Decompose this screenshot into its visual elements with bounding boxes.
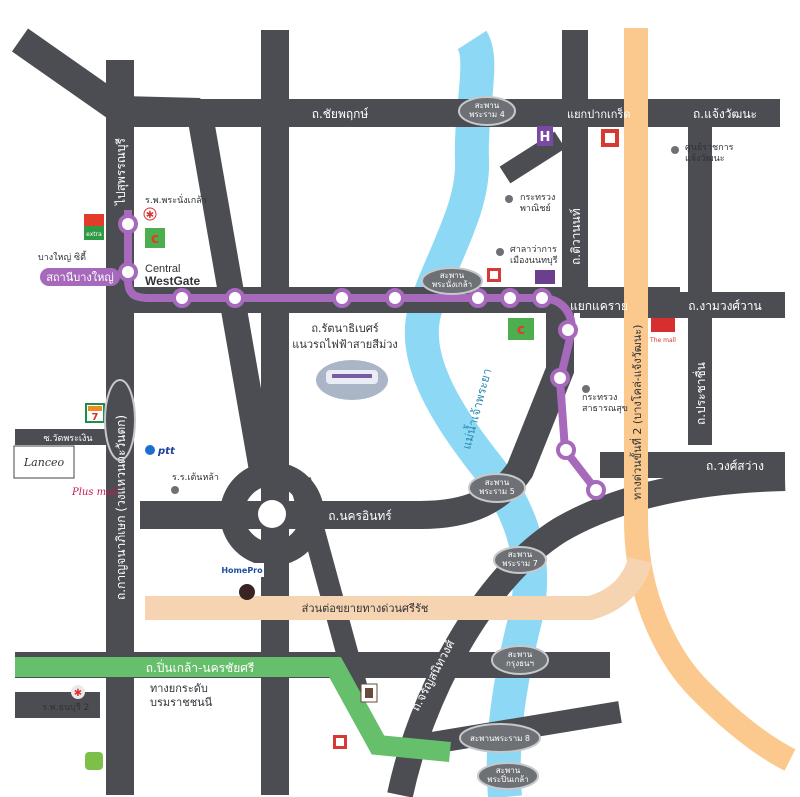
central-westgate-line2: WestGate (145, 274, 200, 288)
boromratchachonnani-label: ทางยกระดับบรมราชชนนี (150, 682, 213, 709)
rattanathibet-label: ถ.รัตนาธิเบศร์ (311, 322, 378, 335)
pinklao-green-road (15, 657, 451, 762)
bridge-markers (421, 96, 549, 790)
tesco-logo (85, 752, 103, 770)
svg-text:✱: ✱ (74, 688, 82, 699)
bridge-rama4-label: สะพานพระราม 4 (469, 101, 505, 119)
red-square-logo (487, 268, 501, 282)
roundabout (220, 462, 324, 566)
svg-text:HomePro: HomePro (221, 566, 263, 575)
big-c-logo: c (145, 228, 165, 248)
ptt-logo: ptt (145, 445, 176, 457)
svg-text:✱: ✱ (146, 210, 154, 221)
station-bang-yai-badge (40, 268, 120, 286)
lanceo-logo: Lanceo (13, 445, 75, 479)
plus-mall-logo: Plus mall (71, 487, 119, 498)
station-bang-yai-label: สถานีบางใหญ่ (46, 271, 114, 284)
hospital-thonburi2-label: ร.พ.ธนบุรี 2 (42, 702, 89, 713)
road-label-kanchanaphisek: ถ.กาญจนาภิเษก (วงแหวนตะวันตก) (114, 415, 128, 600)
bridge-nonthaburi-label: สะพานพระนั่งเกล้า (432, 271, 472, 289)
bridge-rama5-label: สะพานพระราม 5 (479, 478, 515, 496)
road-label-prachachuen: ถ.ประชาชื่น (692, 362, 708, 425)
homepro-logo: HomePro (220, 563, 264, 600)
khae-rai-junction-label: แยกแคราย (570, 299, 628, 313)
svg-text:extra: extra (86, 231, 102, 238)
purple-line-stations (118, 214, 606, 500)
road-label-pinklao-nakhonchaisri: ถ.ปิ่นเกล้า-นครชัยศรี (146, 659, 255, 675)
h-logo: H (537, 126, 553, 146)
red-cross-icon: ✱ (143, 207, 157, 221)
ministry-health-label: กระทรวงสาธารณสุข (582, 393, 628, 414)
road-label-ngamwongwan: ถ.งามวงศ์วาน (688, 299, 761, 313)
road-label-chaengwattana: ถ.แจ้งวัฒนะ (693, 107, 757, 121)
road-label-expressway2: ทางด่วนขั้นที่ 2 (บางโคล่-แจ้งวัฒนะ) (629, 325, 644, 500)
government-center-label: ศูนย์ราชการแจ้งวัฒนะ (685, 141, 734, 164)
hospital-phra-nang-klao-label: ร.พ.พระนั่งเกล้า (145, 193, 207, 206)
svg-text:H: H (540, 130, 551, 145)
svg-text:c: c (151, 231, 159, 247)
road-label-wongsawang: ถ.วงศ์สว่าง (706, 459, 764, 473)
skytrain-image (316, 360, 388, 400)
svg-text:The mall: The mall (649, 337, 676, 344)
svg-text:7: 7 (92, 412, 99, 423)
ministry-commerce-label: กระทรวงพาณิชย์ (520, 193, 555, 214)
tenlah-school-label: ร.ร.เต้นหล้า (172, 472, 219, 483)
arrow-up-icon (111, 31, 129, 55)
svg-text:ptt: ptt (157, 446, 176, 457)
big-c-logo: c (508, 318, 534, 340)
bridge-krungthon-label: สะพานกรุงธนฯ (506, 650, 534, 668)
big-c-extra-logo: extra (84, 214, 104, 240)
road-label-to-suphanburi: ไปสุพรรณบุรี (114, 137, 129, 206)
road-label-nakhon-in: ถ.นครอินทร์ (328, 509, 392, 523)
place-dots (171, 146, 679, 494)
pak-kret-junction-label: แยกปากเกร็ด (567, 107, 631, 121)
bridge-rama7-label: สะพานพระราม 7 (502, 550, 538, 568)
bang-yai-city-label: บางใหญ่ ซิตี้ (38, 250, 87, 263)
the-mall-logo: The mall (649, 318, 676, 344)
bridge-rama8-label: สะพานพระราม 8 (470, 734, 530, 743)
road-label-expressway-ext: ส่วนต่อขยายทางด่วนศรีรัช (302, 602, 429, 615)
road-network (11, 28, 786, 797)
seven-eleven-logo: 7 (85, 403, 105, 423)
nonthaburi-hall-label: ศาลาว่าการเมืองนนทบุรี (510, 245, 558, 266)
red-square-logo (601, 129, 619, 147)
road-label-soi-wat-phra-ngoen: ซ.วัดพระเงิน (43, 433, 92, 444)
purple-logo (535, 270, 555, 284)
road-label-tiwanon: ถ.ติวานนท์ (569, 208, 583, 265)
central-westgate-line1: Central (145, 263, 180, 275)
svg-text:Lanceo: Lanceo (23, 456, 65, 469)
expressway-2 (624, 28, 796, 771)
kanchanaphisek-badge (104, 379, 136, 461)
red-cross-icon: ✱ (71, 685, 85, 699)
red-square-logo (333, 735, 347, 749)
purple-line-note: แนวรถไฟฟ้าสายสีม่วง (292, 338, 398, 351)
expressway-extension (145, 556, 652, 620)
road-label-chaiyaphruek: ถ.ชัยพฤกษ์ (312, 107, 369, 121)
bridge-pinklao-label: สะพานพระปิ่นเกล้า (487, 766, 528, 784)
svg-text:c: c (517, 322, 525, 338)
brown-logo (360, 683, 378, 703)
